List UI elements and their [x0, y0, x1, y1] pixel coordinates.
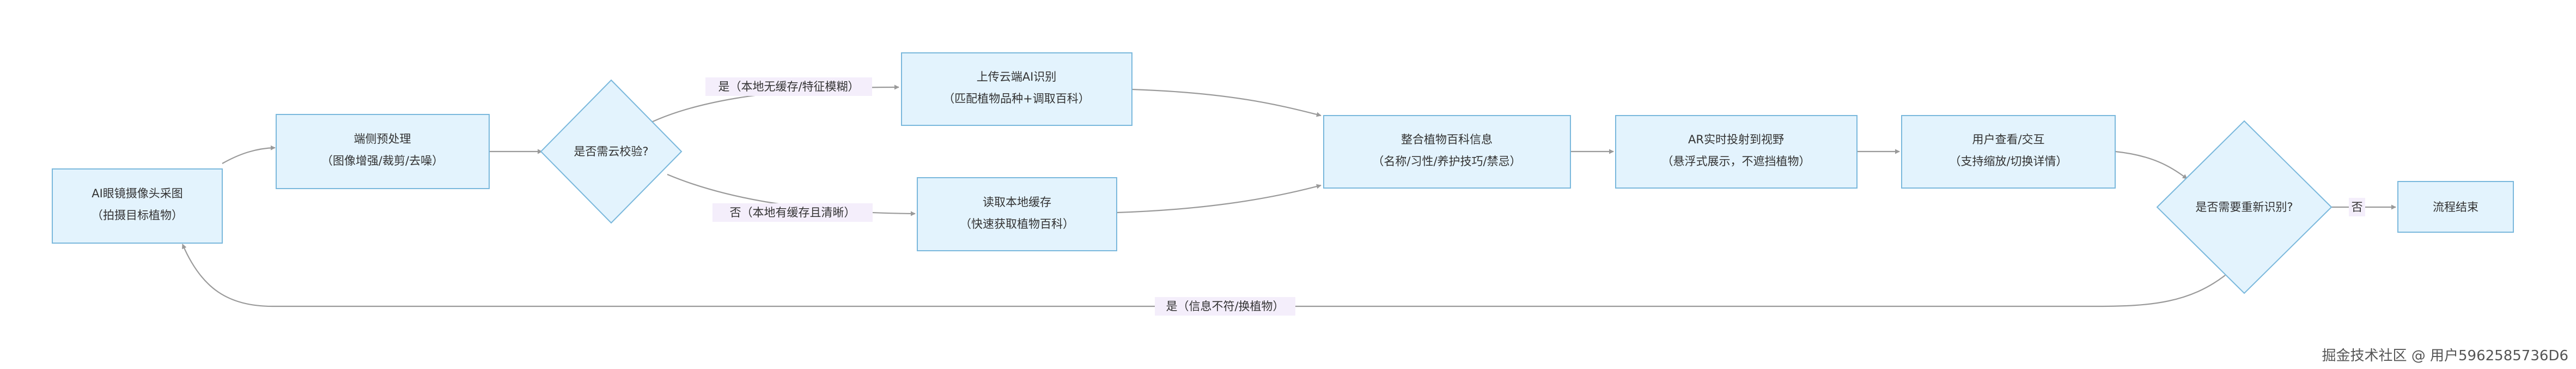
- svg-text:流程结束: 流程结束: [2433, 201, 2478, 214]
- node-user-interact: 用户查看/交互 （支持缩放/切换详情）: [1901, 115, 2116, 189]
- node-preprocess: 端侧预处理 （图像增强/裁剪/去噪）: [276, 114, 490, 189]
- edge-local-to-integrate: [1116, 184, 1322, 214]
- node-need-reidentify-decision: 是否需要重新识别?: [2156, 120, 2333, 294]
- node-capture: AI眼镜摄像头采图 （拍摄目标植物）: [52, 168, 223, 244]
- node-end: 流程结束: [2397, 181, 2514, 233]
- svg-text:端侧预处理: 端侧预处理: [354, 132, 411, 146]
- edge-user-to-decision2: [2115, 150, 2188, 179]
- edge-label-yes-retry: 是（信息不符/换植物）: [1155, 297, 1295, 316]
- svg-text:（名称/习性/养护技巧/禁忌）: （名称/习性/养护技巧/禁忌）: [1372, 155, 1521, 168]
- svg-text:读取本地缓存: 读取本地缓存: [983, 196, 1051, 209]
- svg-text:是（信息不符/换植物）: 是（信息不符/换植物）: [1166, 300, 1284, 313]
- svg-text:（拍摄目标植物）: （拍摄目标植物）: [92, 209, 183, 222]
- node-ar-project: AR实时投射到视野 （悬浮式展示，不遮挡植物）: [1615, 115, 1858, 189]
- edge-capture-to-preprocess: [222, 145, 276, 164]
- edge-label-yes-cloud: 是（本地无缓存/特征模糊）: [705, 77, 872, 96]
- svg-text:AI眼镜摄像头采图: AI眼镜摄像头采图: [92, 187, 183, 200]
- svg-text:（图像增强/裁剪/去噪）: （图像增强/裁剪/去噪）: [321, 154, 443, 167]
- svg-text:（悬浮式展示，不遮挡植物）: （悬浮式展示，不遮挡植物）: [1662, 155, 1811, 168]
- node-local-cache: 读取本地缓存 （快速获取植物百科）: [917, 177, 1117, 251]
- svg-text:（支持缩放/切换详情）: （支持缩放/切换详情）: [1949, 155, 2067, 168]
- svg-text:用户查看/交互: 用户查看/交互: [1972, 133, 2044, 146]
- svg-text:（快速获取植物百科）: （快速获取植物百科）: [960, 217, 1074, 231]
- node-cloud-upload: 上传云端AI识别 （匹配植物品种+调取百科）: [901, 52, 1132, 126]
- svg-text:上传云端AI识别: 上传云端AI识别: [977, 70, 1057, 83]
- svg-text:是（本地无缓存/特征模糊）: 是（本地无缓存/特征模糊）: [718, 80, 859, 93]
- svg-text:否: 否: [2352, 201, 2363, 214]
- node-need-cloud-decision: 是否需云校验?: [540, 79, 683, 224]
- svg-text:AR实时投射到视野: AR实时投射到视野: [1688, 133, 1784, 146]
- svg-text:是否需云校验?: 是否需云校验?: [574, 145, 648, 158]
- svg-text:整合植物百科信息: 整合植物百科信息: [1401, 133, 1493, 146]
- svg-text:否（本地有缓存且清晰）: 否（本地有缓存且清晰）: [730, 206, 856, 219]
- edge-cloud-to-integrate: [1131, 88, 1322, 117]
- svg-text:是否需要重新识别?: 是否需要重新识别?: [2195, 201, 2293, 214]
- edge-decision2-to-capture: [181, 244, 2226, 307]
- watermark: 掘金技术社区 @ 用户5962585736D6: [2322, 348, 2568, 364]
- edge-label-no-end: 否: [2349, 198, 2365, 216]
- node-integrate: 整合植物百科信息 （名称/习性/养护技巧/禁忌）: [1323, 115, 1571, 189]
- svg-text:（匹配植物品种+调取百科）: （匹配植物品种+调取百科）: [943, 92, 1090, 105]
- edge-label-no-local: 否（本地有缓存且清晰）: [712, 203, 873, 222]
